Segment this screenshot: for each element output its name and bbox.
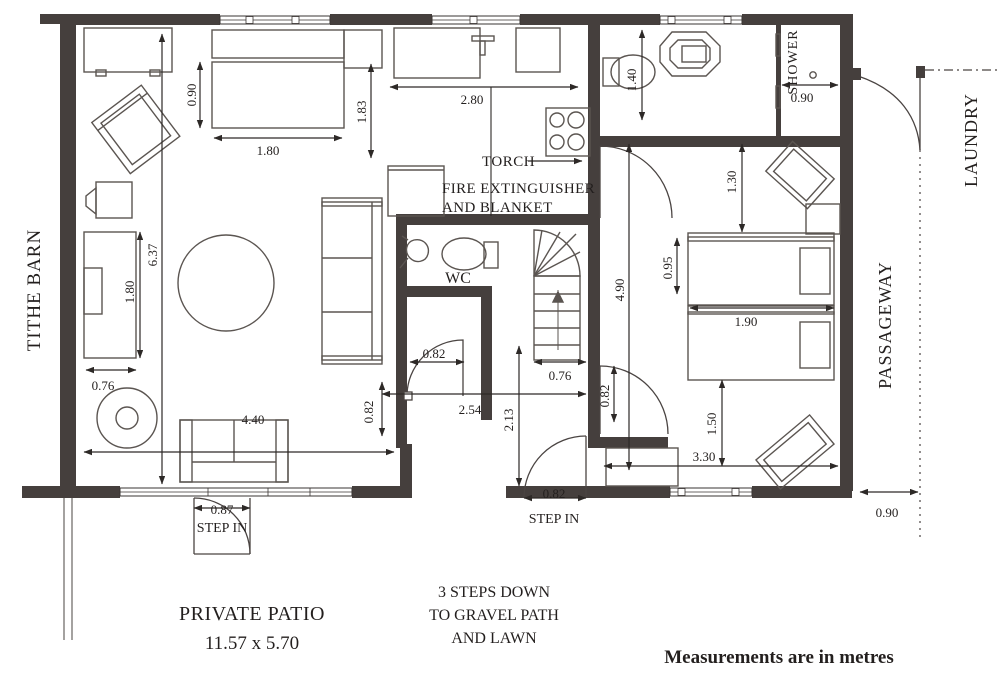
wall-left-bottom-stub bbox=[22, 486, 76, 498]
dimension-label: 1.83 bbox=[354, 101, 369, 124]
dimension-label: 1.80 bbox=[122, 281, 137, 304]
dimension-label: 0.90 bbox=[876, 505, 899, 520]
wall-left-top-stub bbox=[40, 14, 76, 24]
door-laundry-exterior bbox=[852, 66, 925, 151]
furniture-hob bbox=[545, 107, 591, 157]
dimension-label: 0.90 bbox=[791, 90, 814, 105]
wall-left-exterior bbox=[60, 14, 76, 492]
furniture-bath bbox=[659, 31, 721, 77]
window-top-kitchen bbox=[431, 15, 521, 25]
furniture-staircase bbox=[533, 229, 581, 361]
steps-note-line3: AND LAWN bbox=[451, 630, 537, 647]
dimension-label: 0.87 bbox=[211, 502, 234, 517]
dimension-label: 0.95 bbox=[660, 257, 675, 280]
wall-interior-kitchen-right bbox=[588, 14, 600, 136]
wall-bottom-seg-3 bbox=[400, 444, 412, 498]
window-top-lounge bbox=[219, 15, 331, 25]
annotation-torch: TORCH bbox=[482, 154, 535, 170]
dimension-label: 1.90 bbox=[735, 314, 758, 329]
dimension-text-group: 0.90 1.80 1.83 2.80 6.37 1.80 0.76 4.40 … bbox=[92, 69, 899, 520]
steps-note-line2: TO GRAVEL PATH bbox=[429, 607, 559, 624]
wall-interior-wc-right bbox=[481, 286, 492, 420]
furniture-bathroom-toilet bbox=[602, 54, 656, 90]
furniture-bedside-table bbox=[805, 203, 841, 235]
annotation-step-in-left: STEP IN bbox=[197, 521, 247, 536]
furniture-round-table bbox=[96, 387, 158, 449]
dimension-label: 2.80 bbox=[461, 92, 484, 107]
wall-top-seg-4 bbox=[742, 14, 852, 25]
dimension-label: 1.80 bbox=[257, 143, 280, 158]
patio-size: 11.57 x 5.70 bbox=[205, 633, 299, 654]
wall-top-seg-1 bbox=[76, 14, 220, 25]
furniture-fridge bbox=[387, 165, 445, 217]
furniture-oval-rug bbox=[177, 234, 275, 332]
label-wc: WC bbox=[445, 270, 471, 287]
wall-bottom-seg-6 bbox=[752, 486, 852, 498]
wall-shower-left bbox=[776, 25, 781, 137]
furniture-lamp-left bbox=[85, 181, 133, 219]
furniture-sink-tap bbox=[471, 35, 495, 56]
dimension-label: 2.13 bbox=[501, 409, 516, 432]
dimension-label: 6.37 bbox=[145, 243, 160, 266]
furniture-armchair-left bbox=[90, 84, 181, 175]
label-tithe-barn: TITHE BARN bbox=[24, 229, 45, 351]
dimension-label: 0.82 bbox=[543, 486, 566, 501]
dimension-label: 0.76 bbox=[92, 378, 115, 393]
dimension-label: 2.54 bbox=[459, 402, 482, 417]
furniture-sofa-right bbox=[321, 197, 383, 365]
steps-note-line1: 3 STEPS DOWN bbox=[438, 584, 550, 601]
patio-title: PRIVATE PATIO bbox=[179, 603, 325, 625]
furniture-shower-cubicle bbox=[775, 33, 817, 109]
wall-interior-hall-bottom bbox=[588, 437, 668, 448]
dimension-group bbox=[83, 29, 919, 512]
boundary-dotted-group bbox=[63, 69, 1000, 640]
measurements-footer: Measurements are in metres bbox=[664, 647, 894, 668]
furniture-sofa-left bbox=[83, 231, 137, 359]
window-bottom-patio bbox=[119, 487, 353, 497]
furniture-bedroom-chair-top bbox=[764, 140, 836, 210]
dimension-label: 0.76 bbox=[549, 368, 572, 383]
annotation-and-blanket: AND BLANKET bbox=[442, 200, 553, 216]
label-laundry: LAUNDRY bbox=[961, 93, 981, 187]
dimension-label: 0.90 bbox=[184, 84, 199, 107]
annotation-fire-extinguisher: FIRE EXTINGUISHER bbox=[442, 181, 595, 197]
door-bathroom bbox=[599, 145, 673, 219]
wall-interior-lounge-right bbox=[396, 214, 407, 448]
window-group bbox=[119, 15, 753, 497]
furniture-wc-basin bbox=[399, 235, 430, 269]
label-passageway: PASSAGEWAY bbox=[875, 261, 895, 389]
window-top-bathroom bbox=[659, 15, 743, 25]
dimension-label: 0.82 bbox=[423, 346, 446, 361]
dimension-label: 1.40 bbox=[624, 69, 639, 92]
dimension-label: 1.50 bbox=[704, 413, 719, 436]
dimension-label: 0.82 bbox=[597, 385, 612, 408]
furniture-wc-toilet bbox=[441, 237, 499, 271]
wall-bottom-seg-5 bbox=[604, 486, 670, 498]
annotation-step-in-right: STEP IN bbox=[529, 512, 579, 527]
door-hall-front bbox=[523, 435, 587, 499]
wall-bottom-seg-1 bbox=[76, 486, 120, 498]
furniture-unit-small-1 bbox=[343, 29, 383, 69]
wall-interior-bathroom-bottom bbox=[600, 136, 840, 147]
dimension-label: 3.30 bbox=[693, 449, 716, 464]
dimension-label: 4.90 bbox=[612, 279, 627, 302]
dimension-label: 1.30 bbox=[724, 171, 739, 194]
wall-interior-hall-right bbox=[588, 136, 600, 448]
label-shower: SHOWER bbox=[786, 29, 801, 94]
wall-bottom-seg-2 bbox=[352, 486, 412, 498]
wall-interior-kitchen-bottom bbox=[396, 214, 600, 225]
window-bottom-bedroom bbox=[669, 487, 753, 497]
furniture-kitchen-unit-right bbox=[515, 27, 561, 73]
dimension-label: 0.82 bbox=[361, 401, 376, 424]
wall-top-seg-2 bbox=[330, 14, 432, 25]
wall-interior-wc-bottom bbox=[407, 286, 492, 297]
wall-right-exterior bbox=[840, 14, 853, 491]
dimension-label: 4.40 bbox=[242, 412, 265, 427]
